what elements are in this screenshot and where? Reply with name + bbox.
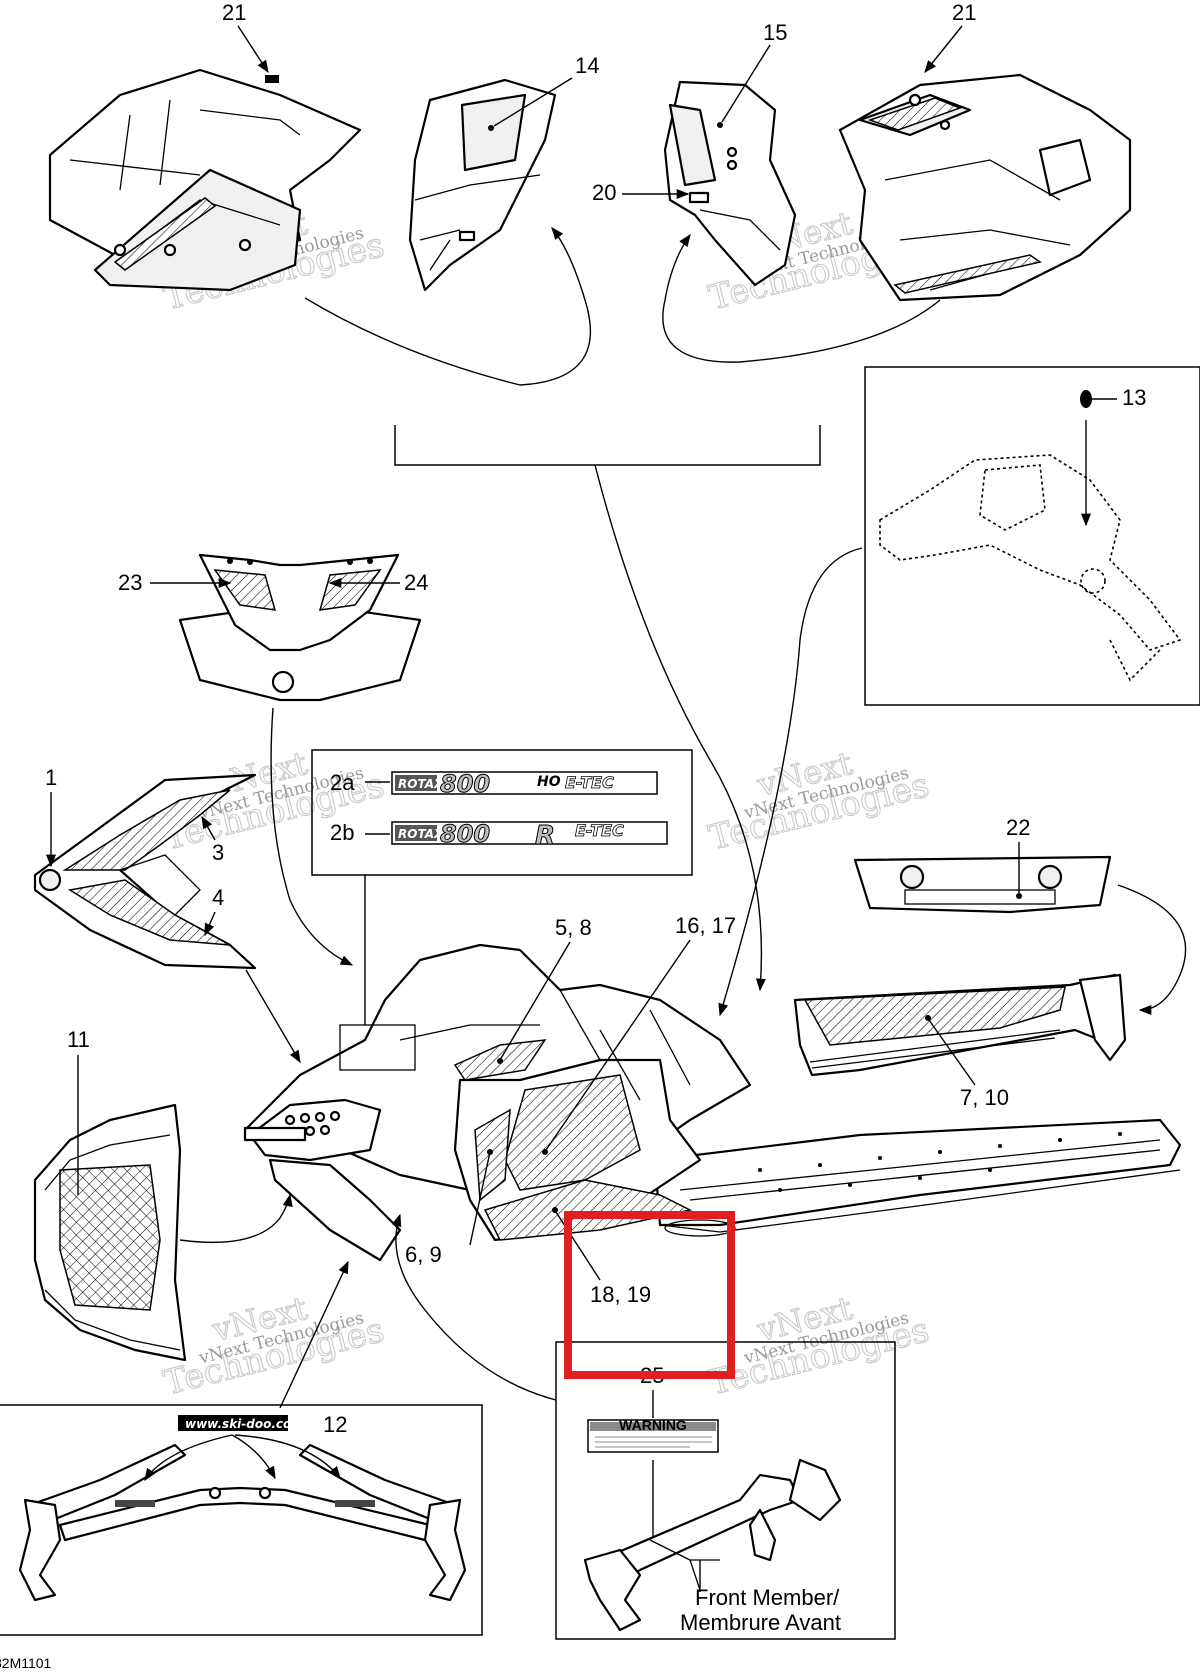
decal-2b-brand: ROTAX bbox=[398, 827, 444, 841]
skid-plate-11 bbox=[33, 1103, 187, 1362]
tunnel-side-16-17 bbox=[793, 973, 1127, 1077]
front-member-detail-box bbox=[555, 1341, 896, 1640]
callout-18-19: 18, 19 bbox=[590, 1282, 651, 1307]
decal-2a-tech: E-TEC bbox=[565, 773, 614, 792]
callout-12: 12 bbox=[323, 1412, 347, 1437]
callout-23: 23 bbox=[118, 570, 142, 595]
decal-2a-suffix: HO bbox=[537, 774, 561, 790]
highlight-box bbox=[564, 1211, 735, 1379]
decal-2b-tech: E-TEC bbox=[575, 821, 624, 840]
decal-2b: ROTAX 800 R E-TEC bbox=[391, 820, 668, 852]
headlight-cowl-23-24 bbox=[178, 553, 422, 702]
callout-11: 11 bbox=[67, 1027, 90, 1052]
callout-2b: 2b bbox=[330, 820, 354, 845]
callout-24: 24 bbox=[404, 570, 428, 595]
bumper-12: www.ski-doo.com bbox=[18, 1415, 467, 1602]
callout-4: 4 bbox=[212, 885, 224, 910]
side-pod-14 bbox=[408, 78, 557, 292]
bumper-decal-url: www.ski-doo.com bbox=[185, 1417, 304, 1431]
warning-decal-25: WARNING bbox=[587, 1417, 719, 1453]
side-panel-left-21 bbox=[48, 68, 362, 292]
side-panel-right-21 bbox=[838, 73, 1132, 302]
watermark-4: vNext Technologies vNext Technologies bbox=[704, 743, 933, 859]
decal-2a-number: 800 bbox=[440, 770, 490, 798]
callout-20: 20 bbox=[592, 180, 616, 205]
callout-7-10: 16, 17 bbox=[675, 913, 736, 938]
decal-2a-brand: ROTAX bbox=[398, 777, 444, 791]
callout-22: 22 bbox=[1006, 815, 1030, 840]
rear-bumper-panel-22 bbox=[853, 855, 1112, 914]
nose-panel-1-3-4 bbox=[33, 773, 257, 970]
bumper-detail-box bbox=[0, 1404, 483, 1636]
decal-2b-suffix: R bbox=[535, 821, 555, 851]
front-member-label-line1: Front Member/ bbox=[695, 1585, 840, 1610]
callout-2a: 2a bbox=[330, 770, 355, 795]
decal-detail-box bbox=[311, 749, 693, 876]
callout-14: 14 bbox=[575, 53, 599, 78]
callout-21-left: 21 bbox=[222, 0, 246, 25]
callout-16-17: 7, 10 bbox=[960, 1085, 1009, 1110]
front-member-label-line2: Membrure Avant bbox=[680, 1610, 841, 1635]
console-13 bbox=[879, 390, 1182, 682]
warning-title: WARNING bbox=[619, 1417, 687, 1433]
console-detail-box bbox=[864, 366, 1200, 706]
decal-2a: ROTAX 800 HO E-TEC bbox=[391, 770, 658, 799]
callout-6-9: 6, 9 bbox=[405, 1242, 442, 1267]
callout-1: 1 bbox=[45, 765, 57, 790]
decal-2b-number: 800 bbox=[440, 820, 490, 848]
callout-21-right: 21 bbox=[952, 0, 976, 25]
watermark-5: vNext Technologies vNext Technologies bbox=[159, 1288, 388, 1404]
front-member-25 bbox=[583, 1458, 842, 1632]
callout-3: 3 bbox=[212, 840, 224, 865]
side-pod-15 bbox=[663, 80, 797, 287]
drawing-code: 82M1101 bbox=[0, 1655, 52, 1671]
callout-5-8: 5, 8 bbox=[555, 915, 592, 940]
callout-13: 13 bbox=[1122, 385, 1146, 410]
main-sled-body bbox=[243, 943, 1182, 1262]
callout-15: 15 bbox=[763, 20, 787, 45]
